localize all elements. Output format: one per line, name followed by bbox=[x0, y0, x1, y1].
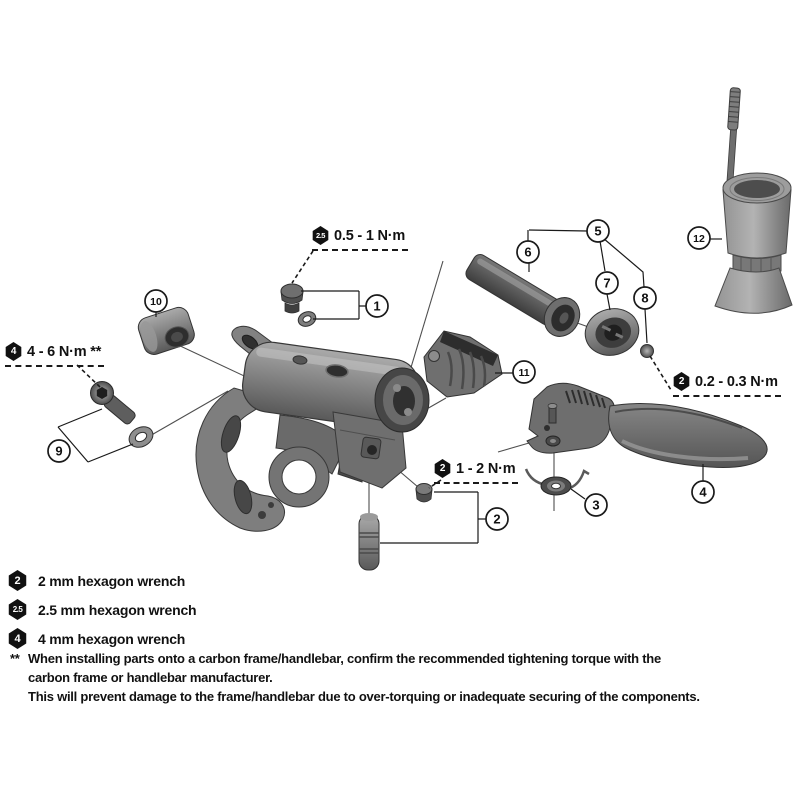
footnote-line: This will prevent damage to the frame/ha… bbox=[28, 689, 700, 704]
svg-text:2: 2 bbox=[493, 512, 500, 527]
torque-value: 0.2 - 0.3 N·m bbox=[695, 373, 778, 390]
callout-leader-lines bbox=[57, 229, 722, 544]
torque-value: 4 - 6 N·m ** bbox=[27, 343, 102, 360]
torque-label-bleed-screw: 2.5 0.5 - 1 N·m bbox=[312, 226, 409, 251]
footnote-line: When installing parts onto a carbon fram… bbox=[28, 651, 661, 666]
callout-12: 12 bbox=[687, 226, 711, 250]
hex-wrench-icon: 2.5 bbox=[8, 599, 27, 620]
legend-item: 4 4 mm hexagon wrench bbox=[8, 628, 196, 649]
hex-wrench-icon: 4 bbox=[5, 342, 22, 361]
footnote-line: carbon frame or handlebar manufacturer. bbox=[28, 670, 273, 685]
callout-10: 10 bbox=[144, 289, 168, 313]
part-ball-illustration bbox=[640, 344, 654, 358]
part-bleed-funnel-illustration bbox=[714, 87, 793, 314]
callout-2: 2 bbox=[485, 507, 509, 531]
legend-item: 2.5 2.5 mm hexagon wrench bbox=[8, 599, 197, 620]
torque-label-clamp-bolt: 4 4 - 6 N·m ** bbox=[5, 342, 105, 367]
svg-text:4: 4 bbox=[699, 485, 707, 500]
callout-6: 6 bbox=[516, 240, 540, 264]
svg-text:8: 8 bbox=[641, 291, 648, 306]
part-spring-washer-illustration bbox=[524, 468, 590, 496]
svg-text:9: 9 bbox=[55, 444, 62, 459]
callout-11: 11 bbox=[512, 360, 536, 384]
torque-value: 1 - 2 N·m bbox=[456, 460, 516, 477]
callout-circles: 1 2 3 4 5 6 7 8 9 10 11 12 bbox=[47, 219, 715, 531]
legend-label: 4 mm hexagon wrench bbox=[38, 630, 186, 647]
svg-text:7: 7 bbox=[603, 276, 610, 291]
part-lever-blade-illustration bbox=[526, 382, 768, 468]
wrench-legend: 2 2 mm hexagon wrench 2.5 2.5 mm hexagon… bbox=[8, 570, 197, 649]
part-lever-body-illustration bbox=[195, 325, 430, 532]
footnote: ** When installing parts onto a carbon f… bbox=[10, 649, 790, 706]
callout-8: 8 bbox=[633, 286, 657, 310]
svg-text:12: 12 bbox=[693, 233, 705, 245]
part-hose-sleeve-illustration bbox=[465, 254, 581, 337]
torque-value: 0.5 - 1 N·m bbox=[334, 227, 406, 244]
part-bleed-screw-illustration bbox=[280, 283, 317, 327]
hex-wrench-icon: 2 bbox=[434, 459, 451, 478]
part-setscrew-pin-illustration bbox=[358, 483, 433, 571]
callout-3: 3 bbox=[584, 493, 608, 517]
svg-text:5: 5 bbox=[594, 224, 601, 239]
legend-label: 2.5 mm hexagon wrench bbox=[38, 601, 197, 618]
svg-text:1: 1 bbox=[373, 299, 380, 314]
hex-wrench-icon: 2 bbox=[8, 570, 27, 591]
svg-text:10: 10 bbox=[150, 296, 162, 308]
torque-label-reach-screw: 2 0.2 - 0.3 N·m bbox=[673, 372, 781, 397]
hex-wrench-icon: 2 bbox=[673, 372, 690, 391]
svg-text:11: 11 bbox=[518, 367, 529, 379]
legend-label: 2 mm hexagon wrench bbox=[38, 572, 186, 589]
callout-5: 5 bbox=[586, 219, 610, 243]
part-grommet-illustration bbox=[584, 308, 640, 356]
part-barrel-illustration bbox=[137, 306, 195, 355]
hex-wrench-icon: 4 bbox=[8, 628, 27, 649]
callout-1: 1 bbox=[365, 294, 389, 318]
part-clamp-cover-illustration bbox=[423, 330, 503, 398]
footnote-marker: ** bbox=[10, 651, 20, 666]
callout-4: 4 bbox=[691, 480, 715, 504]
svg-text:6: 6 bbox=[524, 245, 531, 260]
torque-label-set-screw: 2 1 - 2 N·m bbox=[434, 459, 519, 484]
hex-wrench-icon: 2.5 bbox=[312, 226, 329, 245]
svg-text:3: 3 bbox=[592, 498, 599, 513]
legend-item: 2 2 mm hexagon wrench bbox=[8, 570, 196, 591]
callout-7: 7 bbox=[595, 271, 619, 295]
callout-9: 9 bbox=[47, 439, 71, 463]
part-clamp-bolt-illustration bbox=[90, 381, 154, 448]
